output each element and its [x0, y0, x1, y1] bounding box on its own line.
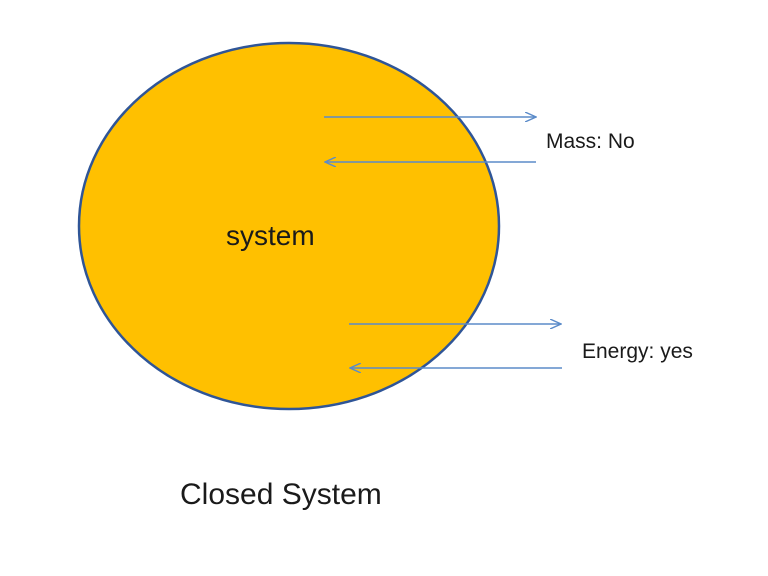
system-boundary — [77, 41, 501, 411]
energy-label: Energy: yes — [582, 340, 693, 363]
system-label: system — [226, 220, 315, 251]
diagram-caption: Closed System — [180, 478, 382, 511]
mass-label: Mass: No — [546, 130, 635, 153]
